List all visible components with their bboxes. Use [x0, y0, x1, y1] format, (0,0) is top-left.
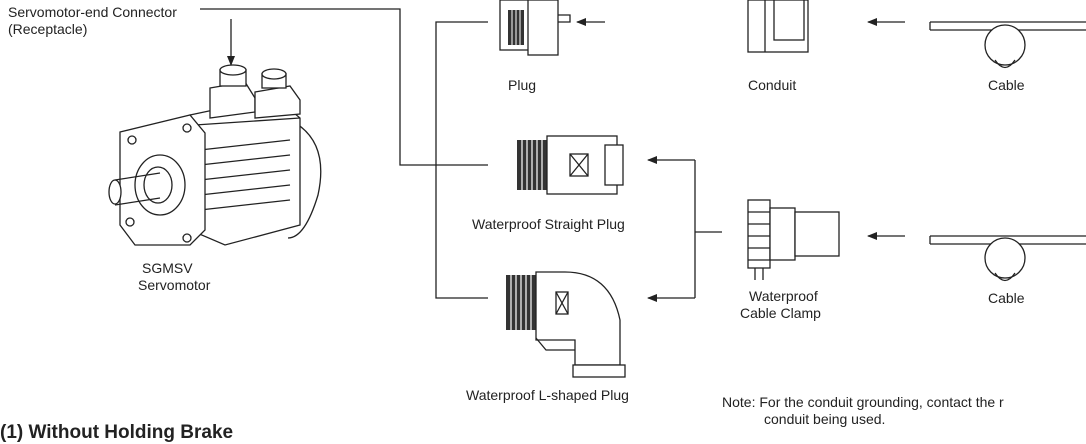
plug-drawing [500, 0, 570, 55]
clamp-branch-lines [648, 160, 722, 298]
waterproof-l-plug-drawing [506, 272, 625, 377]
cable-bottom-drawing [930, 236, 1086, 281]
waterproof-l-plug-label: Waterproof L-shaped Plug [466, 387, 629, 404]
waterproof-straight-plug-label: Waterproof Straight Plug [472, 216, 625, 233]
clamp-label-line1: Waterproof [749, 288, 818, 305]
note-line1: Note: For the conduit grounding, contact… [722, 394, 1004, 411]
section-heading: (1) Without Holding Brake [0, 422, 233, 444]
connector-label-line1: Servomotor-end Connector [8, 4, 177, 21]
clamp-label-line2: Cable Clamp [740, 305, 821, 322]
conduit-drawing [748, 0, 808, 52]
waterproof-cable-clamp-drawing [748, 200, 839, 280]
cable-top-label: Cable [988, 77, 1025, 94]
plug-bracket-lines [436, 22, 488, 298]
connector-label-line2: (Receptacle) [8, 21, 87, 38]
motor-label-line2: Servomotor [138, 277, 210, 294]
waterproof-straight-plug-drawing [517, 136, 623, 194]
plug-label: Plug [508, 77, 536, 94]
motor-label-line1: SGMSV [142, 260, 193, 277]
cable-bottom-label: Cable [988, 290, 1025, 307]
conduit-label: Conduit [748, 77, 796, 94]
cable-top-drawing [930, 22, 1086, 68]
servomotor-drawing [109, 65, 321, 245]
note-line2: conduit being used. [764, 411, 885, 428]
